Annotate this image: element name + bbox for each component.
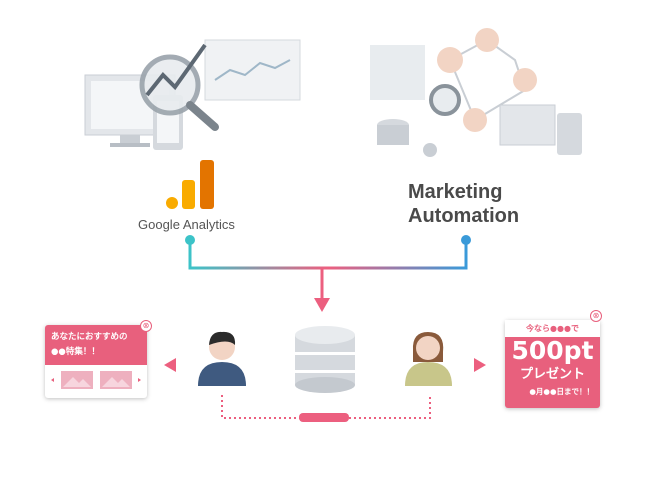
popup-top-text: 今なら●●●で <box>505 320 600 337</box>
male-user-icon <box>198 331 246 386</box>
carousel-next-icon <box>138 378 141 382</box>
popup-line2: ●●特集！！ <box>51 347 100 357</box>
left-dot <box>185 235 195 245</box>
left-arrow-icon <box>164 358 176 372</box>
deadline-text: ●月●●日まで！！ <box>529 387 594 396</box>
carousel-prev-icon <box>51 378 54 382</box>
google-analytics-label: Google Analytics <box>138 217 235 232</box>
ma-line2: Automation <box>408 205 520 227</box>
points-amount: 500pt <box>511 336 594 365</box>
present-text: プレゼント <box>519 367 585 382</box>
right-arrow-icon <box>474 358 486 372</box>
points-campaign-popup[interactable]: 今なら●●●で 500pt プレゼント ●月●●日まで！！ <box>505 320 600 408</box>
down-arrow-icon <box>314 298 330 312</box>
analytics-illustration <box>84 39 301 150</box>
female-user-icon <box>405 332 452 386</box>
ma-line1: Marketing <box>408 181 503 203</box>
right-dot <box>461 235 471 245</box>
google-analytics-logo-icon <box>166 160 214 209</box>
database-icon <box>295 326 355 393</box>
marketing-automation-illustration <box>370 28 582 157</box>
recommendation-popup[interactable]: あなたにおすすめの ●●特集！！ <box>45 325 147 398</box>
merge-line <box>188 240 468 270</box>
close-icon[interactable]: ⊗ <box>590 310 602 322</box>
popup-line1: あなたにおすすめの <box>51 332 128 342</box>
close-icon[interactable]: ⊗ <box>140 320 152 332</box>
image-carousel[interactable] <box>45 365 147 395</box>
connector-bar <box>299 413 349 422</box>
